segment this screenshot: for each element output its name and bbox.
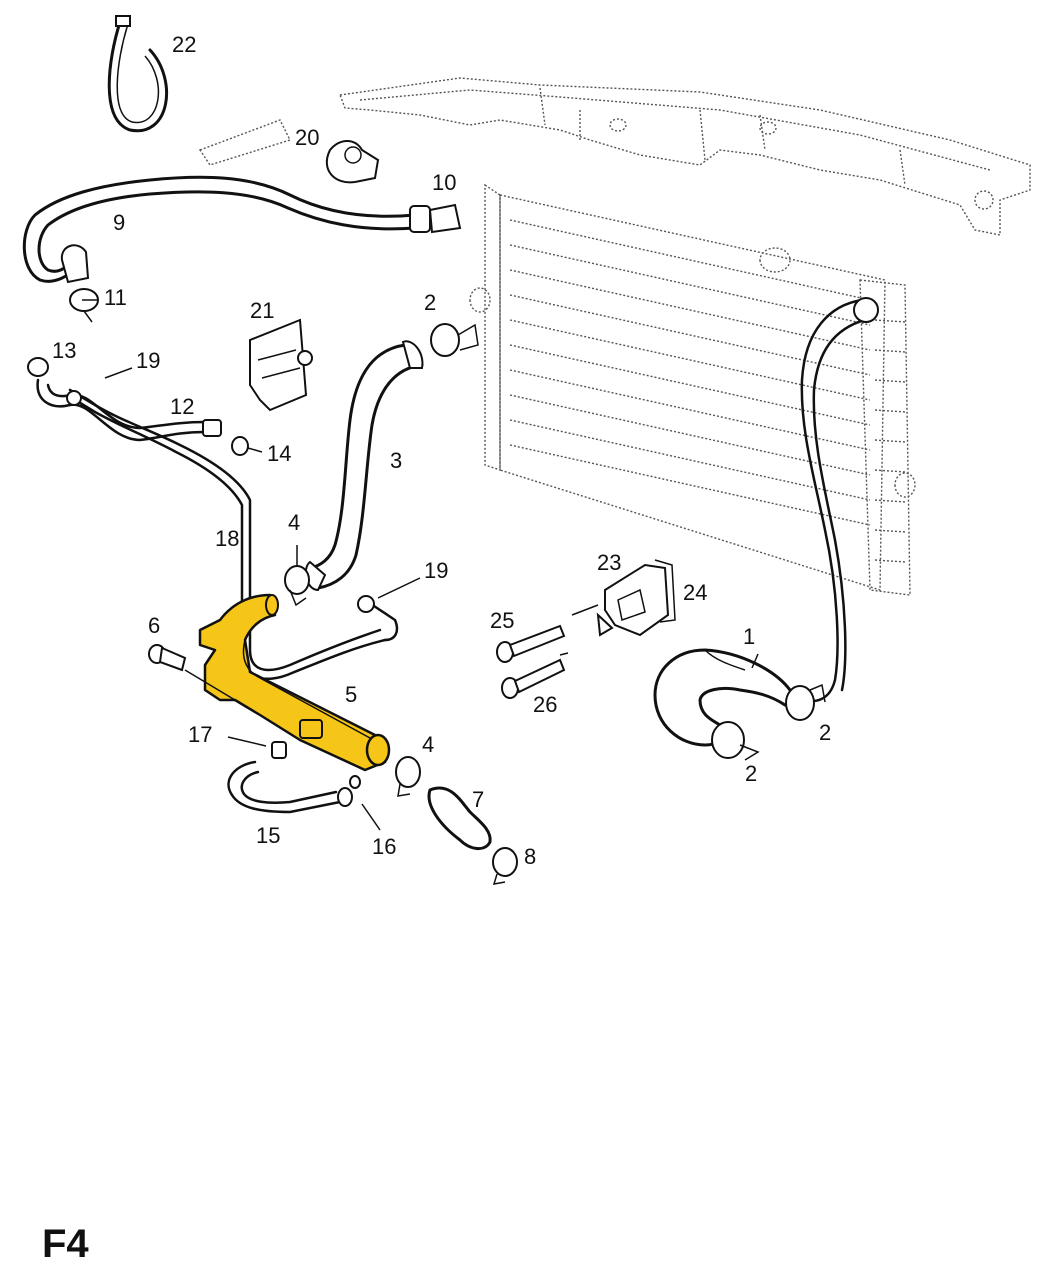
part-26-bolt: [501, 658, 566, 699]
callout-18: 18: [215, 526, 239, 551]
callout-20: 20: [295, 125, 319, 150]
part-8-clamp: [492, 847, 518, 885]
callout-22: 22: [172, 32, 196, 57]
callout-1: 1: [743, 624, 755, 649]
callout-14: 14: [267, 441, 291, 466]
part-25-bolt: [496, 624, 566, 663]
callout-12: 12: [170, 394, 194, 419]
callout-25: 25: [490, 608, 514, 633]
part-20-clip: [325, 140, 380, 184]
part-13-cap: [27, 357, 49, 377]
part-19-fitting-left: [66, 390, 82, 406]
part-17-grommet: [271, 741, 287, 759]
callout-24: 24: [683, 580, 707, 605]
callout-19-upper: 19: [136, 348, 160, 373]
part-1-lower-hose: [653, 297, 879, 747]
callout-13: 13: [52, 338, 76, 363]
part-7-hose: [427, 786, 492, 850]
callout-2-right: 2: [819, 720, 831, 745]
part-14-clamp: [231, 436, 249, 456]
part-12-hose: [36, 378, 222, 442]
part-2-clamp-lower: [711, 721, 760, 761]
part-24-gasket: [654, 559, 676, 623]
leader-lines: [82, 299, 759, 831]
callout-2-upper: 2: [424, 290, 436, 315]
callout-8: 8: [524, 844, 536, 869]
callout-17: 17: [188, 722, 212, 747]
part-9-upper-hose: [22, 175, 462, 284]
callout-2-lower: 2: [745, 761, 757, 786]
part-19-fitting-right: [357, 595, 399, 642]
callout-5: 5: [345, 682, 357, 707]
part-4-clamp-lower: [395, 756, 421, 797]
part-6-bolt: [148, 644, 236, 701]
part-16-connector: [337, 775, 361, 807]
part-2-clamp-upper: [430, 323, 479, 357]
callout-21: 21: [250, 298, 274, 323]
callout-26: 26: [533, 692, 557, 717]
part-11-cap: [69, 288, 99, 323]
part-2-clamp-right: [785, 683, 826, 721]
callout-15: 15: [256, 823, 280, 848]
callout-11: 11: [104, 285, 127, 310]
part-5-coolant-pipe: [198, 593, 391, 772]
part-23-thermostat-housing: [596, 563, 670, 637]
callout-labels: 22 20 10 9 11 2 21 13 19 12 14 3 4 18 19…: [52, 32, 831, 869]
callout-19-lower: 19: [424, 558, 448, 583]
figure-label: F4: [42, 1222, 89, 1266]
part-4-clamp-upper: [284, 565, 310, 607]
callout-4-lower: 4: [422, 732, 434, 757]
part-15-small-hose: [227, 760, 342, 814]
radiator: [469, 183, 916, 596]
callout-3: 3: [390, 448, 402, 473]
callout-23: 23: [597, 550, 621, 575]
part-22-strap: [107, 15, 169, 133]
part-21-bracket: [249, 318, 313, 412]
callout-16: 16: [372, 834, 396, 859]
callout-7: 7: [472, 787, 484, 812]
callout-10: 10: [432, 170, 456, 195]
callout-6: 6: [148, 613, 160, 638]
front-cross-member-ghost: [198, 77, 1031, 236]
callout-9: 9: [113, 210, 125, 235]
part-18-pipe: [68, 388, 387, 681]
part-3-hose: [304, 340, 424, 592]
callout-4-upper: 4: [288, 510, 300, 535]
